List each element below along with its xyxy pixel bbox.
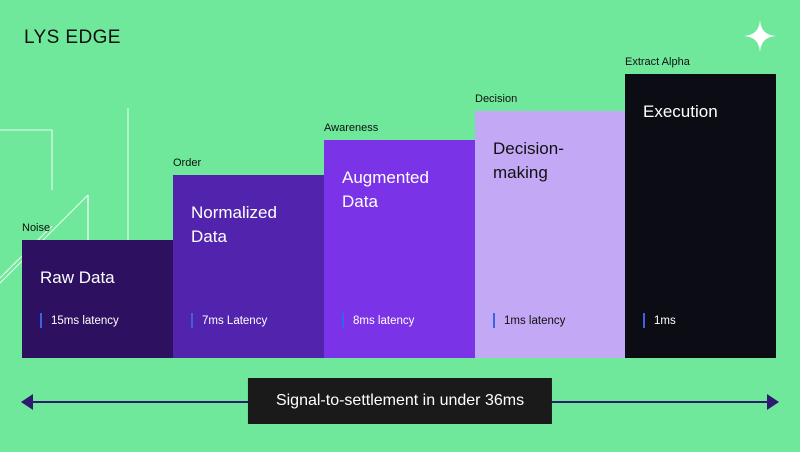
arrow-left-icon (21, 394, 33, 410)
stage-metric-3: 1ms latency (493, 313, 565, 328)
stage-bar-fill-4 (625, 74, 776, 358)
stage-bar-fill-0 (22, 240, 173, 358)
stage-metric-4: 1ms (643, 313, 676, 328)
stage-metric-1: 7ms Latency (191, 313, 267, 328)
stage-bar-1[interactable]: Order Normalized Data 7ms Latency (173, 157, 324, 358)
stage-title-1: Normalized Data (191, 203, 277, 246)
stage-bar-2[interactable]: Awareness Augmented Data 8ms latency (324, 122, 475, 358)
stage-caption-3: Decision (475, 93, 518, 105)
stage-metric-0: 15ms latency (40, 313, 119, 328)
metric-rule-icon-2 (342, 313, 344, 328)
page-title: LYS EDGE (24, 27, 121, 48)
summary-banner: Signal-to-settlement in under 36ms (247, 378, 553, 424)
stage-bar-fill-2 (324, 140, 475, 358)
stage-caption-1: Order (173, 157, 202, 169)
stage-title-2: Augmented Data (342, 168, 429, 211)
metric-rule-icon-4 (643, 313, 645, 328)
stage-title-0: Raw Data (40, 268, 115, 287)
sparkle-icon (744, 20, 776, 52)
stage-bar-3[interactable]: Decision Decision-making 1ms latency (475, 93, 625, 358)
stage-bar-fill-1 (173, 175, 324, 358)
stage-metric-label-0: 15ms latency (51, 314, 119, 327)
stage-title-4: Execution (643, 102, 718, 121)
stage-caption-0: Noise (22, 222, 51, 234)
arrow-right-icon (767, 394, 779, 410)
stage-metric-label-1: 7ms Latency (202, 314, 268, 327)
stage-metric-label-4: 1ms (654, 314, 676, 327)
metric-rule-icon-0 (40, 313, 42, 328)
metric-rule-icon-3 (493, 313, 495, 328)
stage-bar-fill-3 (475, 111, 625, 358)
stage-title-3: Decision-making (493, 139, 564, 182)
stage-caption-4: Extract Alpha (625, 56, 690, 68)
stage-caption-2: Awareness (324, 122, 379, 134)
stage-bar-4[interactable]: Extract Alpha Execution 1ms (625, 56, 776, 358)
stage-metric-2: 8ms latency (342, 313, 414, 328)
stage-metric-label-2: 8ms latency (353, 314, 415, 327)
timeline-footer: Signal-to-settlement in under 36ms (0, 378, 800, 428)
stage-metric-label-3: 1ms latency (504, 314, 566, 327)
stage-bar-0[interactable]: Noise Raw Data 15ms latency (22, 222, 173, 358)
metric-rule-icon-1 (191, 313, 193, 328)
